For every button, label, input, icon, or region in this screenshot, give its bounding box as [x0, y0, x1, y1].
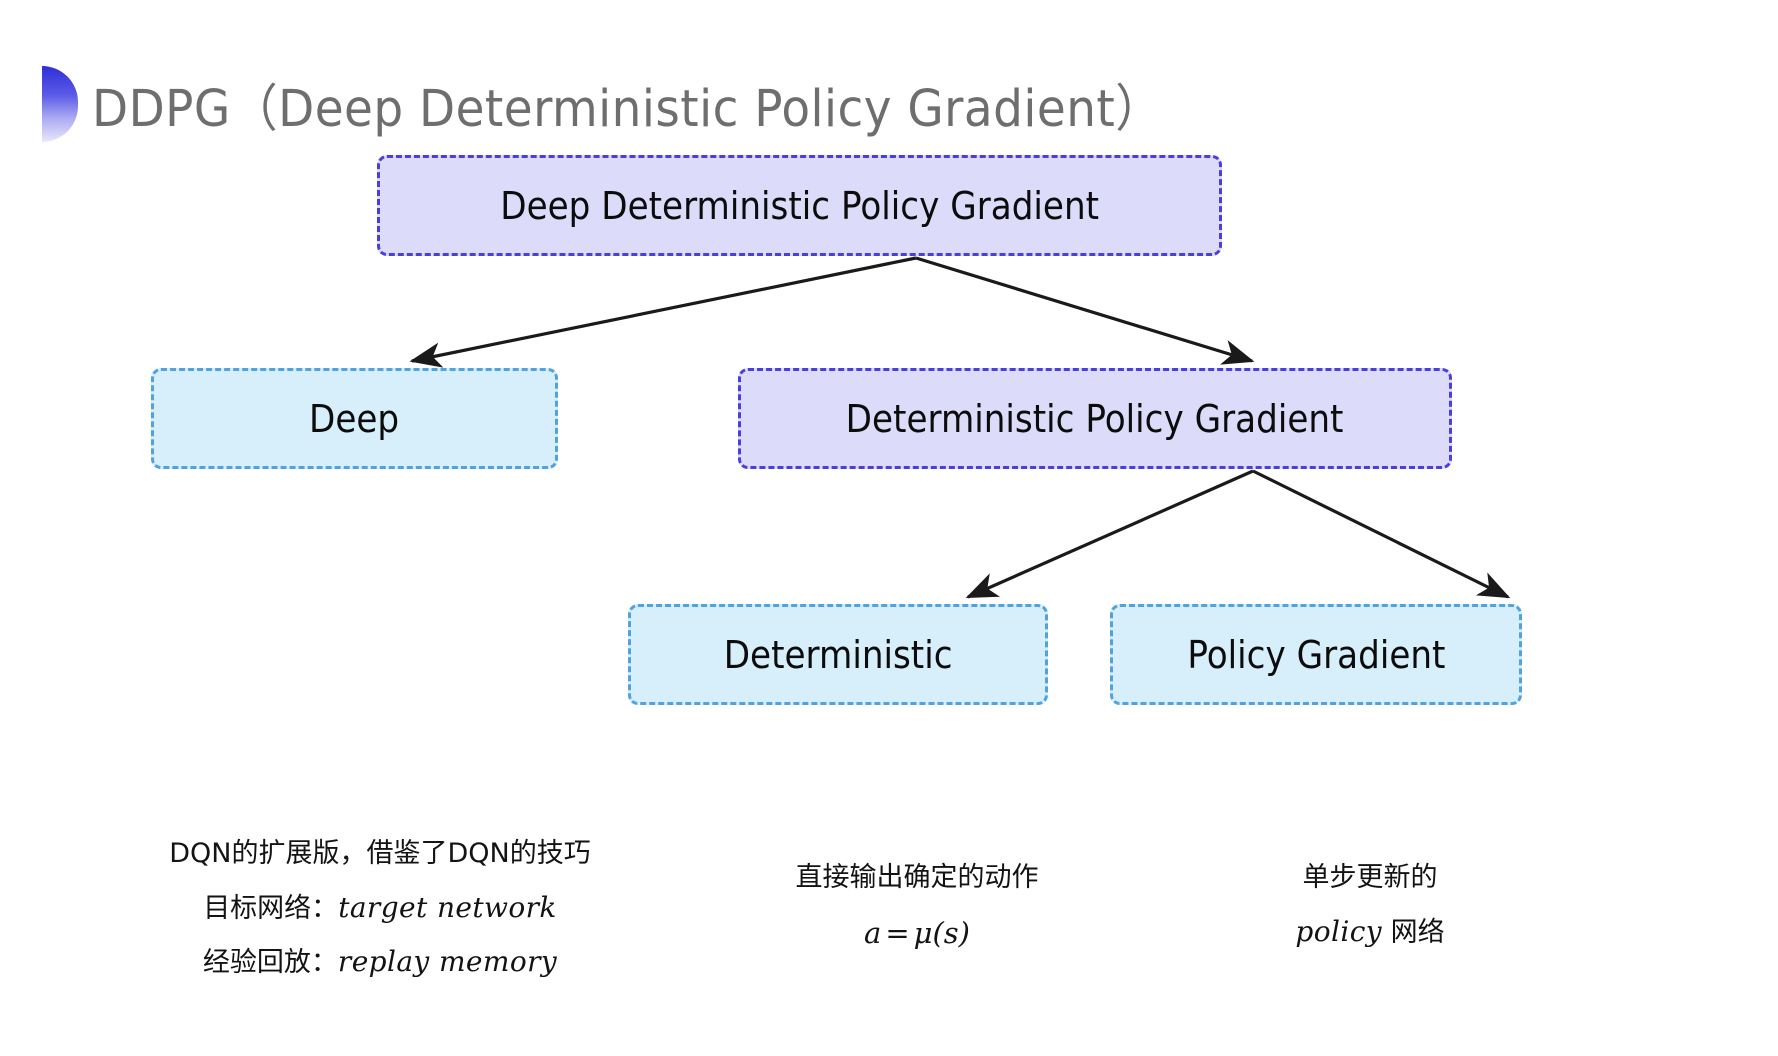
caption-deep-line-3-label: 经验回放： — [202, 947, 338, 979]
caption-deterministic-line-1: 直接输出确定的动作 — [795, 862, 1039, 893]
caption-deep-line-1: DQN的扩展版，借鉴了DQN的技巧 — [169, 838, 591, 869]
caption-policy-gradient: 单步更新的 policy 网络 — [1200, 852, 1540, 959]
caption-policy-gradient-line-1: 单步更新的 — [1302, 862, 1438, 893]
edge-dpg-to-deterministic — [965, 469, 1254, 599]
node-label: Deterministic Policy Gradient — [846, 396, 1344, 441]
caption-deep-line-3-term: replay memory — [337, 945, 558, 979]
edge-root-to-dpg — [915, 256, 1255, 365]
caption-policy-gradient-line-2: policy 网络 — [1200, 905, 1540, 960]
caption-deep-line-2: 目标网络：target network — [120, 881, 640, 936]
caption-deterministic-formula: a=μ(s) — [722, 905, 1112, 962]
node-policy-gradient[interactable]: Policy Gradient — [1110, 604, 1522, 705]
caption-policy-gradient-term: policy — [1295, 914, 1382, 948]
node-label: Deep Deterministic Policy Gradient — [500, 183, 1099, 228]
edge-root-to-deep — [409, 256, 917, 368]
caption-deep-line-2-term: target network — [338, 890, 557, 924]
formula-lhs: a — [864, 915, 882, 950]
slide-title-row: DDPG（Deep Deterministic Policy Gradient） — [42, 58, 1256, 150]
caption-deep-line-3: 经验回放：replay memory — [120, 935, 640, 990]
page-title: DDPG（Deep Deterministic Policy Gradient） — [92, 80, 1163, 139]
formula-operator: = — [885, 915, 910, 950]
slide-right-edge — [1752, 0, 1778, 1056]
caption-deterministic: 直接输出确定的动作 a=μ(s) — [722, 852, 1112, 961]
node-deterministic-policy-gradient[interactable]: Deterministic Policy Gradient — [738, 368, 1452, 469]
node-deep[interactable]: Deep — [151, 368, 558, 469]
edge-dpg-to-policy-gradient — [1252, 469, 1511, 599]
node-deterministic[interactable]: Deterministic — [628, 604, 1048, 705]
node-deep-deterministic-policy-gradient[interactable]: Deep Deterministic Policy Gradient — [377, 155, 1222, 256]
node-label: Deep — [309, 396, 400, 441]
node-label: Policy Gradient — [1186, 632, 1446, 677]
slide-left-edge — [0, 0, 26, 1056]
caption-policy-gradient-suffix: 网络 — [1382, 916, 1445, 948]
formula-rhs: μ(s) — [913, 915, 970, 950]
caption-deep: DQN的扩展版，借鉴了DQN的技巧 目标网络：target network 经验… — [120, 828, 640, 990]
caption-deep-line-2-label: 目标网络： — [203, 892, 339, 924]
node-label: Deterministic — [723, 632, 953, 677]
